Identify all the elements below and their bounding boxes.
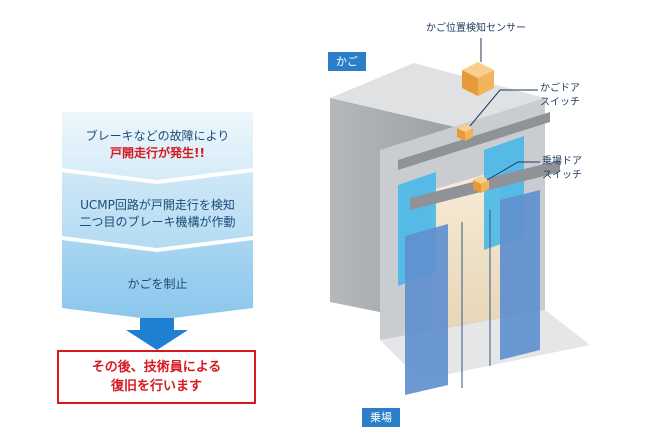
cage-door-switch-icon: [465, 128, 473, 141]
landing-tag: 乗場: [362, 408, 400, 427]
landing-door-switch-line2: スイッチ: [542, 170, 582, 181]
position-sensor-icon: [478, 70, 494, 96]
cage-box-top: [330, 63, 545, 130]
position-sensor-icon: [462, 70, 478, 96]
flow-step1-shape: [62, 112, 253, 180]
flow-step2-line2: 二つ目のブレーキ機構が作動: [79, 215, 236, 229]
cage-door-beam: [398, 112, 550, 170]
flow-step3-text: かごを制止: [62, 276, 253, 293]
landing-door-switch-icon: [473, 180, 481, 193]
flow-result-line1: その後、技術員による: [91, 360, 222, 375]
landing-door-switch-label: 乗場ドア スイッチ: [542, 155, 582, 183]
cage-tag: かご: [328, 52, 366, 71]
cage-door-switch-icon: [457, 128, 465, 141]
down-arrow-icon: [126, 318, 188, 350]
cage-interior: [432, 170, 500, 362]
flow-step3-line1: かごを制止: [127, 277, 188, 291]
leader-line: [469, 89, 538, 127]
flow-result-line2: 復旧を行います: [110, 379, 202, 394]
flow-step1-line2: 戸開走行が発生!!: [110, 146, 205, 160]
landing-door-right: [500, 190, 540, 360]
cage-position-sensor-label: かご位置検知センサー: [426, 23, 526, 34]
flow-step2-shape: [62, 172, 253, 248]
flow-step1-text: ブレーキなどの故障により 戸開走行が発生!!: [62, 128, 253, 162]
flow-step2-line1: UCMP回路が戸開走行を検知: [80, 198, 235, 212]
flow-step1-line1: ブレーキなどの故障により: [85, 129, 230, 143]
landing-door-switch-line1: 乗場ドア: [542, 156, 582, 167]
flow-step2-text: UCMP回路が戸開走行を検知 二つ目のブレーキ機構が作動: [62, 197, 253, 231]
flow-step3-shape: [62, 240, 253, 320]
cage-door-switch-line2: スイッチ: [540, 97, 580, 108]
leader-line: [486, 161, 540, 181]
landing-door-left: [405, 224, 448, 395]
landing-door-switch-icon: [481, 180, 489, 193]
cage-door-switch-line1: かごドア: [540, 83, 580, 94]
flow-result-box: その後、技術員による 復旧を行います: [57, 350, 256, 404]
cage-door-switch-label: かごドア スイッチ: [540, 82, 580, 110]
